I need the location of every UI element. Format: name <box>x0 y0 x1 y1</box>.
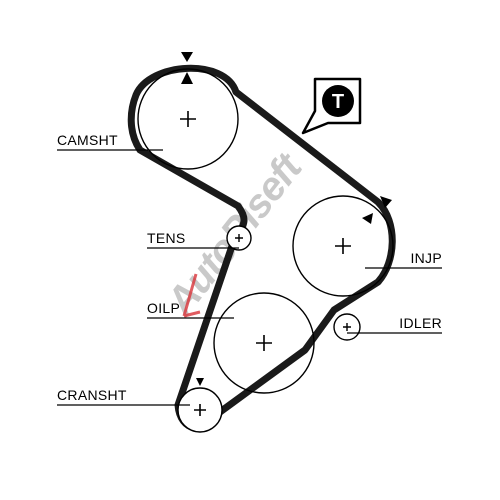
tensioner-pulley <box>226 225 252 251</box>
idler-pulley <box>333 313 361 341</box>
crankshaft-label: CRANSHT <box>57 387 127 403</box>
tensioner-center-mark <box>235 234 243 242</box>
camshaft-center-mark <box>180 111 196 127</box>
crankshaft-pulley <box>177 387 223 433</box>
camshaft-pulley <box>137 68 239 170</box>
injection-pump-timing-mark-outer <box>380 196 392 208</box>
idler-label: IDLER <box>399 315 442 331</box>
injection-pump-label: INJP <box>410 250 442 266</box>
idler-center-mark <box>343 323 351 331</box>
badge-letter: T <box>332 91 344 113</box>
watermark-accent-stroke <box>182 273 201 318</box>
camshaft-timing-mark-inner <box>181 72 193 84</box>
camshaft-label: CAMSHT <box>57 132 118 148</box>
camshaft-timing-mark-outer <box>181 52 193 62</box>
oil-pump-label: OILP <box>147 300 180 316</box>
tensioner-label: TENS <box>147 230 186 246</box>
oil-pump-pulley <box>213 292 315 394</box>
badge-circle <box>322 85 354 117</box>
badge: T <box>301 77 362 135</box>
injection-pump-pulley <box>292 195 394 297</box>
crankshaft-center-mark <box>194 404 206 416</box>
crankshaft-timing-mark <box>196 378 204 386</box>
injection-pump-center-mark <box>335 238 351 254</box>
oil-pump-center-mark <box>256 335 272 351</box>
injection-pump-timing-mark-inner <box>362 213 373 224</box>
